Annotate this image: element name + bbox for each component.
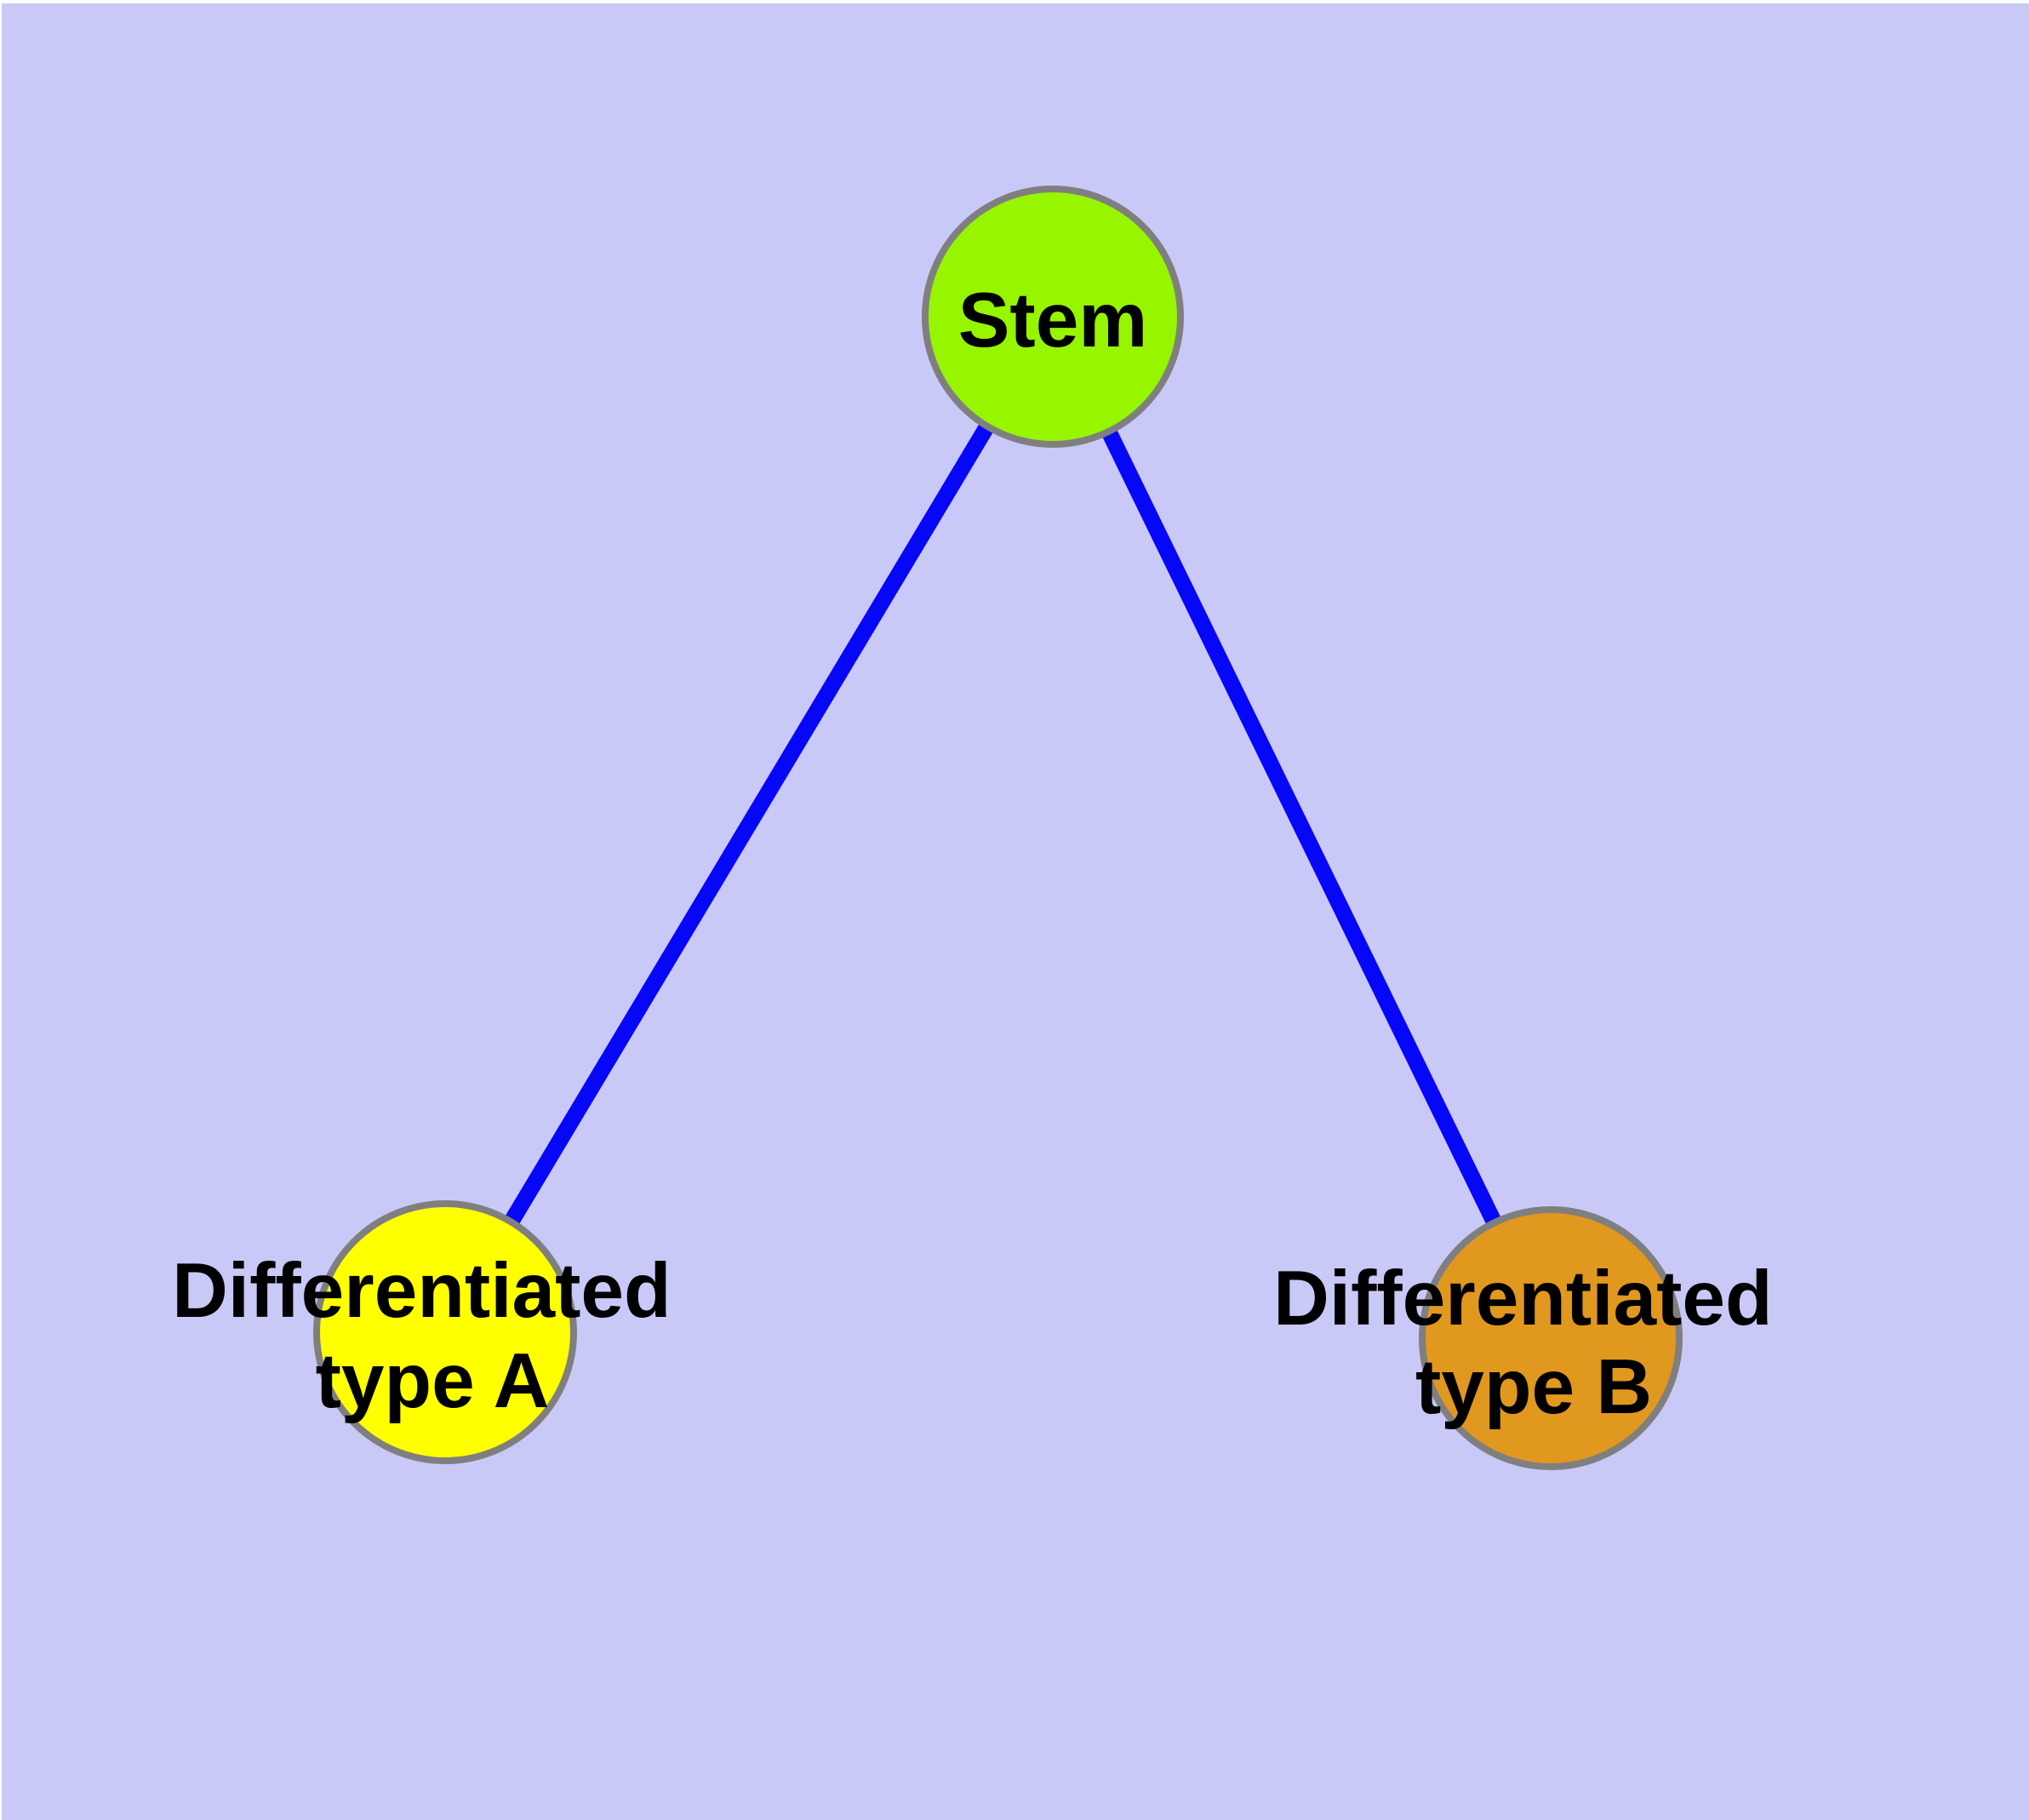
- node-stem-label: Stem: [958, 278, 1148, 363]
- edge-stem-to-type-a: [437, 312, 1060, 1336]
- node-type-b-label: Differentiated type B: [1273, 1256, 1794, 1430]
- node-type-b-label-line2: type B: [1415, 1344, 1652, 1430]
- node-type-a-label: Differentiated type A: [172, 1248, 693, 1424]
- edge-stem-to-type-b: [1045, 312, 1558, 1342]
- node-type-a-label-line2: type A: [316, 1338, 550, 1424]
- node-type-b-circle: [1419, 1206, 1683, 1470]
- node-stem-circle: [922, 186, 1184, 448]
- node-type-a-circle: [313, 1200, 577, 1464]
- node-type-b-label-line1: Differentiated: [1273, 1256, 1773, 1342]
- node-stem-label-text: Stem: [958, 278, 1148, 363]
- node-type-a-label-line1: Differentiated: [172, 1248, 672, 1334]
